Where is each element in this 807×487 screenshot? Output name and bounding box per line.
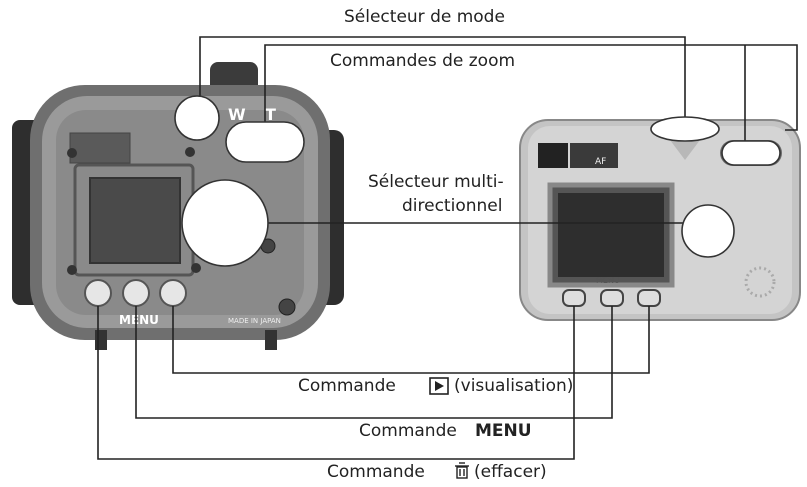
- highlight-camera-dial: [650, 116, 720, 142]
- label-mode-selector: Sélecteur de mode: [344, 7, 505, 27]
- housing-made-in-text: MADE IN JAPAN: [228, 317, 281, 325]
- housing-menu-button[interactable]: [122, 279, 150, 307]
- label-delete-suffix: (effacer): [474, 462, 547, 482]
- housing-screw: [67, 148, 77, 158]
- housing-screw: [278, 298, 296, 316]
- line-play: [172, 306, 650, 374]
- housing-screw: [185, 147, 195, 157]
- callout-lines: [97, 36, 798, 460]
- camera-menu-button[interactable]: [600, 289, 624, 307]
- camera-lcd-screen: [558, 193, 664, 277]
- housing-screw: [191, 263, 201, 273]
- line-delete: [97, 306, 575, 460]
- camera-play-button[interactable]: [637, 289, 661, 307]
- highlight-housing-multi: [181, 179, 269, 267]
- camera-speaker: [744, 266, 776, 298]
- housing-play-button[interactable]: [159, 279, 187, 307]
- housing-zoom-t-text: T: [265, 105, 276, 124]
- line-menu: [135, 306, 613, 419]
- housing-screw: [67, 265, 77, 275]
- camera-indicator-panel: [570, 143, 618, 168]
- label-menu-prefix: Commande: [359, 421, 457, 441]
- housing-menu-text: MENU: [119, 313, 159, 327]
- housing-viewfinder-window: [69, 132, 131, 164]
- camera-menu-text: MENU: [596, 276, 620, 285]
- line-mode-selector: [199, 36, 686, 122]
- camera-dial-pointer: [670, 140, 700, 160]
- line-zoom: [264, 44, 798, 131]
- highlight-camera-zoom: [721, 140, 781, 166]
- trash-icon: [455, 462, 469, 479]
- label-multi-line1: Sélecteur multi-: [368, 172, 504, 192]
- label-delete-prefix: Commande: [327, 462, 425, 482]
- camera-delete-button[interactable]: [562, 289, 586, 307]
- play-icon: [435, 381, 444, 391]
- label-play-prefix: Commande: [298, 376, 396, 396]
- camera-viewfinder: [538, 143, 568, 168]
- label-multi-line2: directionnel: [402, 196, 503, 216]
- housing-delete-button[interactable]: [84, 279, 112, 307]
- play-icon-box: [429, 377, 449, 395]
- housing-zoom-w-text: W: [228, 105, 246, 124]
- label-menu-word: MENU: [475, 421, 532, 441]
- callout-highlights: [174, 95, 781, 267]
- housing-foot: [95, 330, 107, 350]
- housing-lcd-window: [89, 177, 181, 264]
- highlight-housing-dial: [174, 95, 220, 141]
- housing-foot: [265, 330, 277, 350]
- camera-af-text: AF: [595, 157, 606, 167]
- underwater-housing: W T MENU MADE IN JAPAN: [12, 62, 344, 350]
- highlight-housing-zoom: [225, 121, 305, 163]
- label-zoom: Commandes de zoom: [330, 51, 516, 71]
- highlight-camera-multi: [681, 204, 735, 258]
- label-play-suffix: (visualisation): [454, 376, 574, 396]
- camera-body: AF W T MENU: [519, 119, 801, 321]
